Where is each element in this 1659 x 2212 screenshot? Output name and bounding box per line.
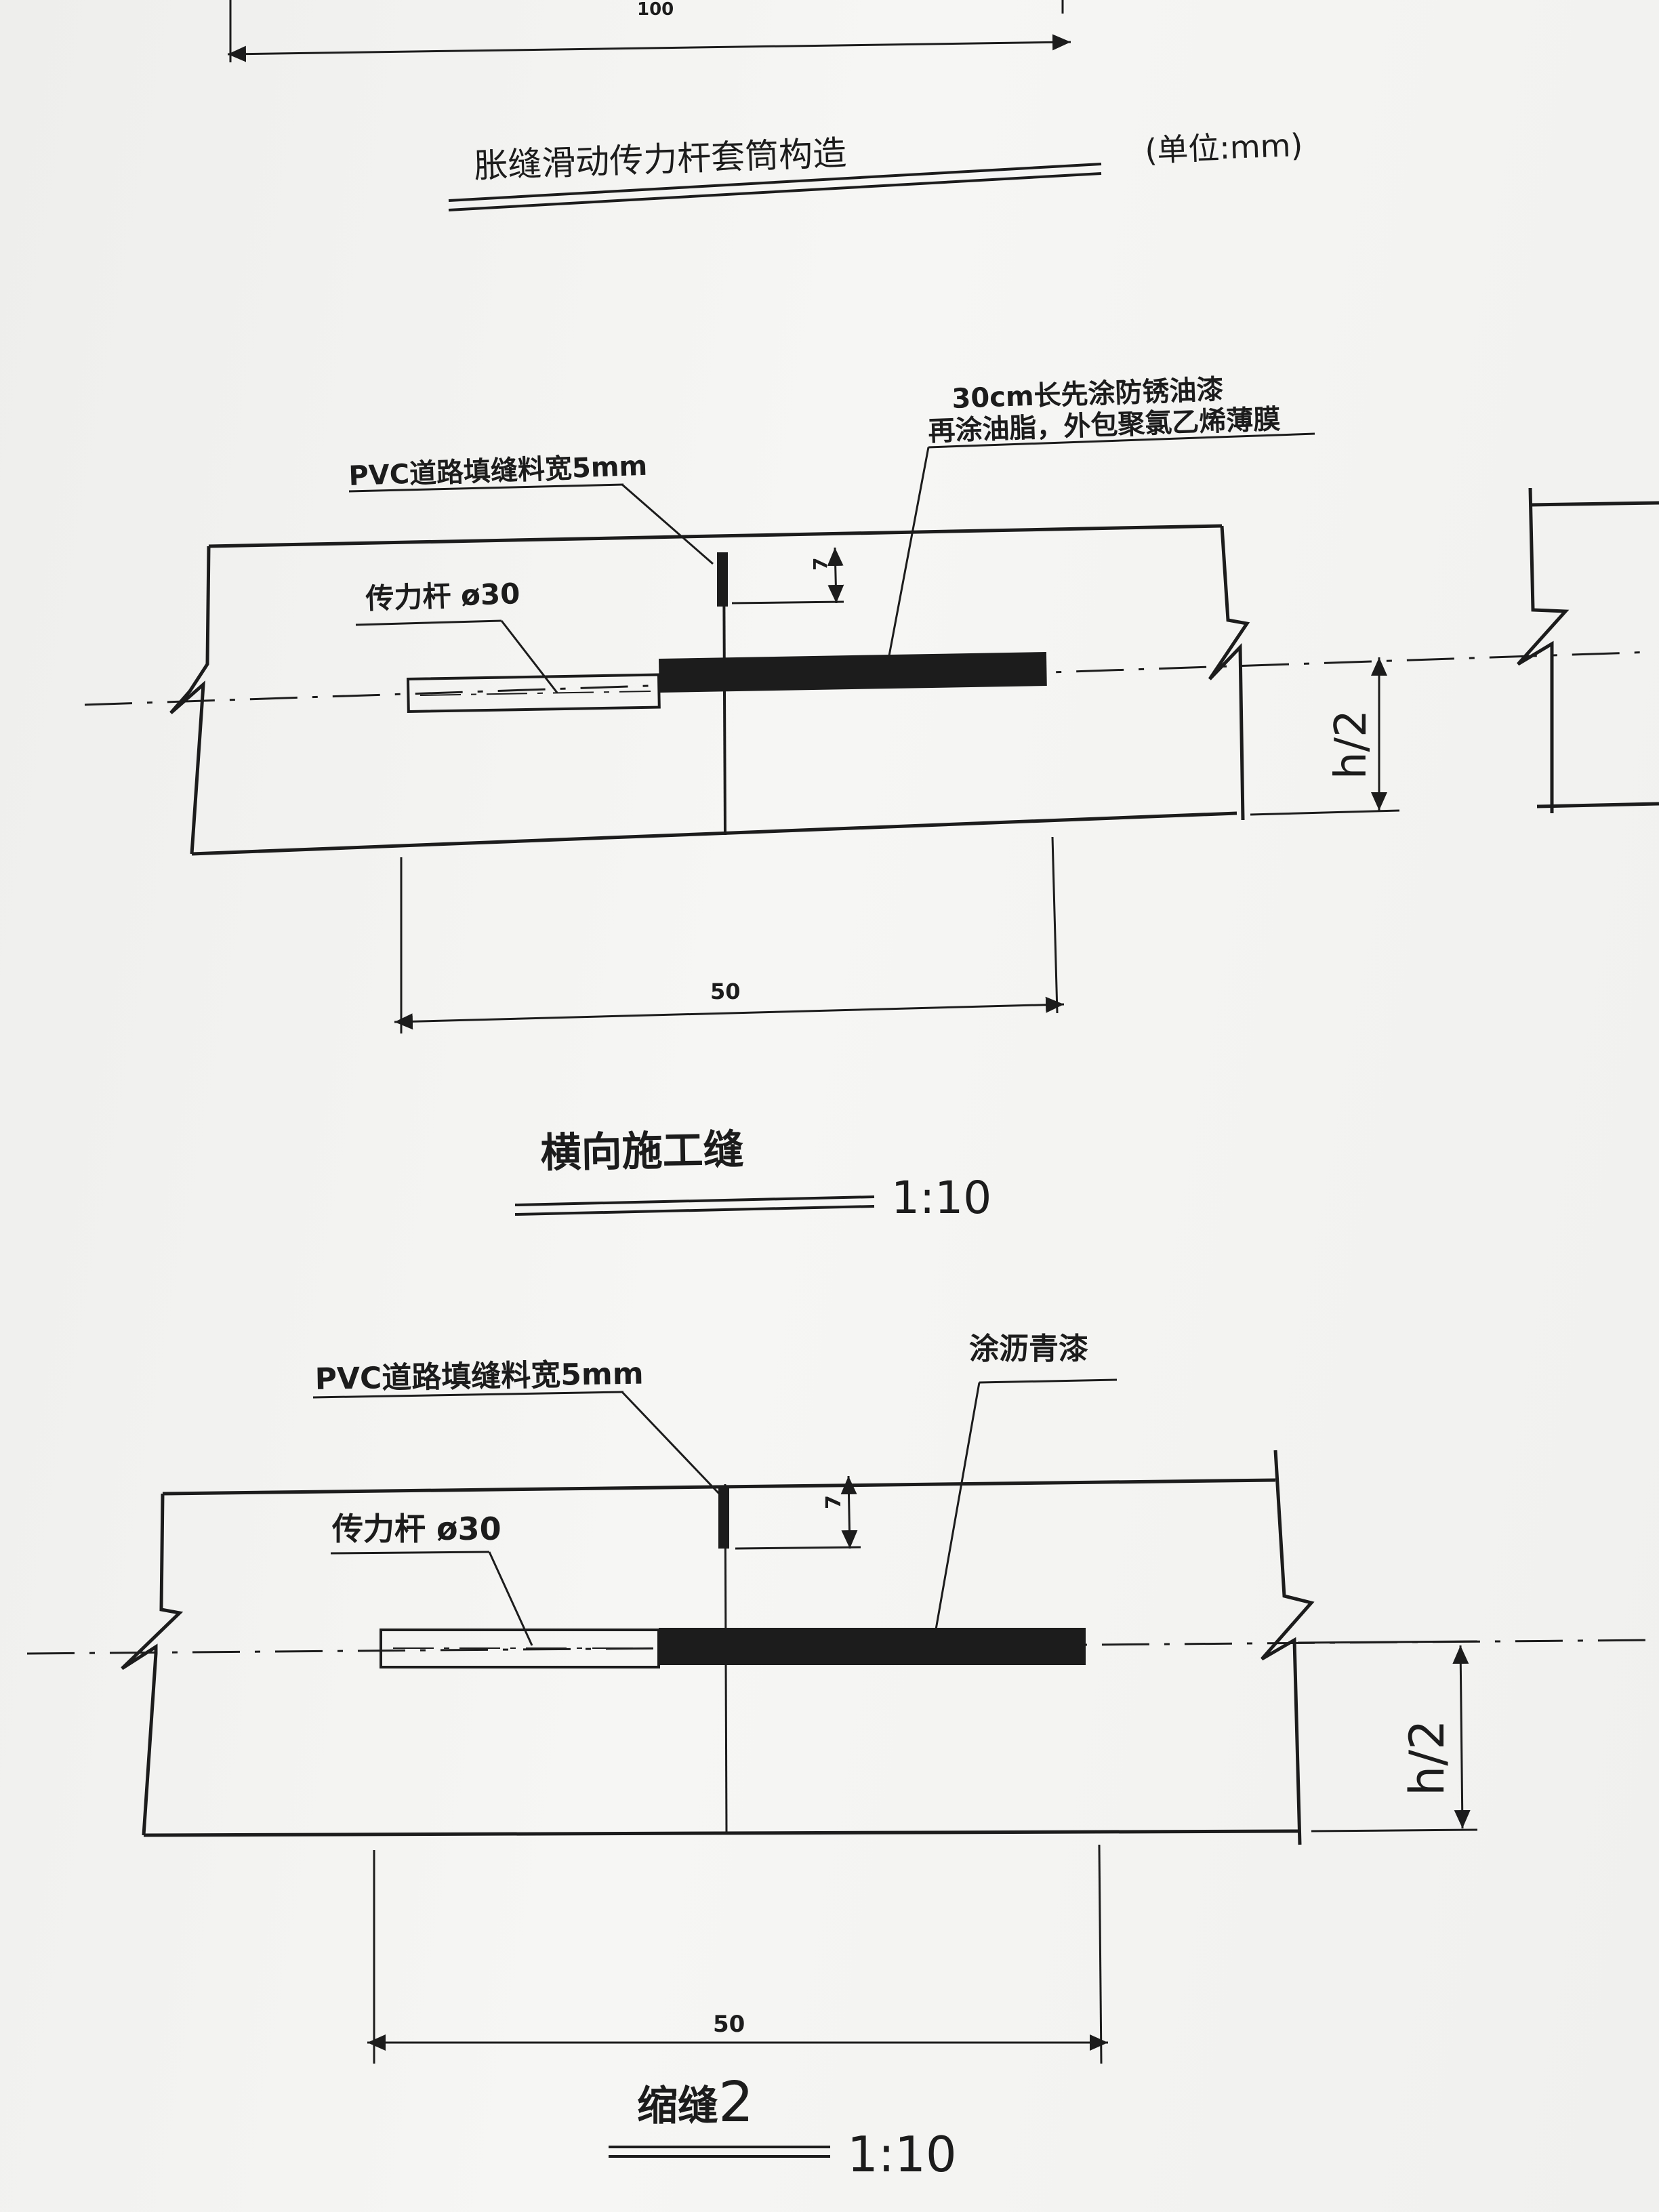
depth-dimension: 7 xyxy=(822,1495,846,1509)
construction-joint-title: 横向施工缝 xyxy=(540,1126,744,1177)
sleeve-detail-title-block: 胀缝滑动传力杆套筒构造 (单位:mm) xyxy=(448,127,1303,211)
sleeve-detail-title: 胀缝滑动传力杆套筒构造 xyxy=(473,134,847,186)
construction-joint-diagram: PVC道路填缝料宽5mm 30cm长先涂防锈油漆 再涂油脂，外包聚氯乙烯薄膜 传… xyxy=(84,374,1659,1224)
shrinkage-joint-diagram: PVC道路填缝料宽5mm 涂沥青漆 传力杆 ø30 7 h/2 50 缩缝 2 … xyxy=(26,1332,1659,2183)
length-dimension: 50 xyxy=(713,2011,745,2038)
bar-label: 传力杆 ø30 xyxy=(365,577,521,615)
adjacent-slab-stub xyxy=(1517,487,1659,813)
coated-section xyxy=(659,652,1047,693)
construction-joint-scale: 1:10 xyxy=(891,1172,991,1224)
top-cutoff-detail: 100 xyxy=(227,0,1071,62)
unit-label: (单位:mm) xyxy=(1144,127,1303,169)
length-dimension: 50 xyxy=(710,979,741,1004)
bar-label: 传力杆 ø30 xyxy=(331,1511,501,1547)
shrinkage-joint-title: 缩缝 xyxy=(637,2083,718,2130)
pvc-filler xyxy=(717,552,728,607)
pvc-filler xyxy=(718,1488,729,1549)
half-height-label: h/2 xyxy=(1399,1720,1455,1797)
coating-label: 涂沥青漆 xyxy=(969,1332,1088,1366)
asphalt-coated-section xyxy=(659,1628,1086,1665)
dowel-bar xyxy=(406,673,661,714)
half-height-label: h/2 xyxy=(1326,710,1376,779)
slab-outline xyxy=(169,524,1250,856)
depth-dimension: 7 xyxy=(809,558,832,571)
shrinkage-joint-title-number: 2 xyxy=(718,2070,754,2135)
top-dimension-label: 100 xyxy=(637,0,674,20)
slab-outline xyxy=(121,1450,1315,1845)
filler-label: PVC道路填缝料宽5mm xyxy=(314,1357,644,1397)
shrinkage-joint-scale: 1:10 xyxy=(847,2126,957,2183)
